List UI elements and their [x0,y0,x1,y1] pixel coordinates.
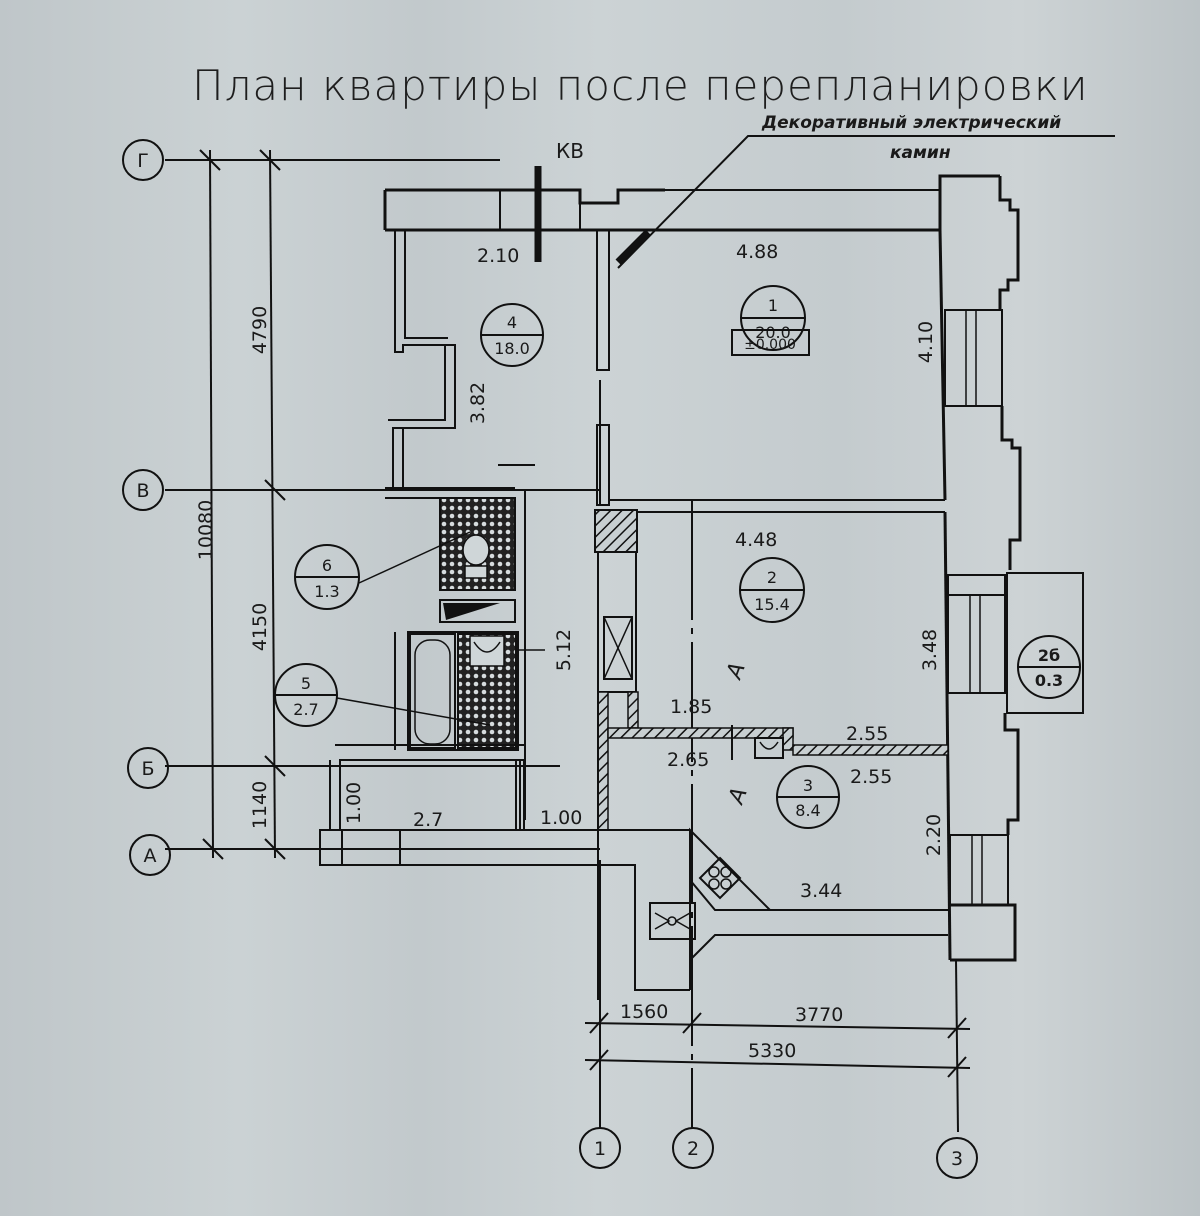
room-label-2: 2 15.4 [739,557,805,623]
room-1-walls [610,229,947,513]
dim-room2-width: 4.48 [735,529,777,551]
entrance-hall-walls [319,690,690,1000]
dim-255-upper: 2.55 [846,723,888,745]
dim-line-cols-total [584,1059,971,1069]
svg-text:2: 2 [687,1138,699,1160]
room-label-3: 3 8.4 [776,765,840,829]
dim-V-B: 4150 [249,603,271,651]
dim-line-total [209,149,214,859]
grid-line-3 [955,959,959,1133]
partition-2-3 [607,727,949,759]
stove-icon [698,856,742,900]
dim-ticks-horizontal [589,1012,967,1078]
stamp-label: КВ [556,139,584,163]
svg-text:8.4: 8.4 [795,801,820,820]
room-4-walls [385,230,535,499]
dim-vestibule-100: 1.00 [343,782,365,824]
dim-room1-depth: 4.10 [915,321,937,363]
fireplace-leader-line [617,135,1115,269]
svg-text:18.0: 18.0 [494,339,530,358]
svg-text:А: А [144,845,157,867]
svg-text:1: 1 [768,296,778,315]
window-room-1 [944,309,1022,570]
toilet-room [439,497,516,591]
shelf-block [439,599,516,623]
bathroom [394,631,519,751]
svg-text:15.4: 15.4 [754,595,790,614]
level-mark-box [731,329,810,356]
hood-icon [649,902,696,940]
svg-text:Г: Г [137,150,149,172]
svg-text:6: 6 [322,556,332,575]
dim-kitchen-width: 3.44 [800,880,842,902]
dim-hall-length: 5.12 [553,629,575,671]
dim-1-3: 5330 [748,1040,796,1062]
washbasin-icon [469,635,505,667]
partition-4-1 [596,229,610,506]
dim-line-cols-segments [584,1022,971,1030]
balcony-2b [1006,572,1084,714]
kitchen-sink-icon [759,741,779,750]
ventilation-shaft [594,509,639,831]
dim-line-segments [269,149,276,859]
fireplace-icon [615,229,651,265]
svg-text:2: 2 [767,568,777,587]
svg-text:0.3: 0.3 [1035,671,1063,690]
dim-room2-depth: 3.48 [919,629,941,671]
axis-bubble-V: В [122,469,164,511]
dim-265: 2.65 [667,749,709,771]
bathtub-icon [414,639,451,745]
svg-text:20.0: 20.0 [755,323,791,342]
exterior-wall-top [383,174,1020,310]
kitchen-walls [689,827,948,990]
window-room-3 [949,834,1017,962]
svg-text:3: 3 [803,776,813,795]
axis-bubble-B: Б [127,747,169,789]
dim-room4-depth: 3.82 [467,382,489,424]
svg-text:1.3: 1.3 [314,582,339,601]
svg-text:2.7: 2.7 [293,700,318,719]
dim-B-A: 1140 [249,781,271,829]
room-label-6: 6 1.3 [294,531,471,610]
dim-hall-100: 1.00 [540,807,582,829]
room-label-2b: 2б 0.3 [1017,635,1081,699]
fireplace-annotation-line1: Декоративный электрический [761,113,1061,133]
dim-255-lower: 2.55 [850,766,892,788]
dim-185: 1.85 [670,696,712,718]
room-label-1: 1 20.0 ±0.000 [731,285,810,356]
section-mark-top: А [721,659,750,684]
dim-total-vertical: 10080 [195,500,217,560]
dim-room3-depth: 2.20 [923,814,945,856]
dim-hall-27: 2.7 [413,809,443,831]
axis-bubble-1: 1 [579,1127,621,1169]
dim-1-2: 1560 [620,1001,668,1023]
svg-text:4: 4 [507,313,517,332]
dim-room1-width: 4.88 [736,241,778,263]
svg-text:1: 1 [594,1138,606,1160]
level-mark: ±0.000 [744,337,796,353]
dim-ticks-vertical [199,149,286,860]
window-room-2 [947,574,1006,694]
svg-text:Б: Б [141,758,154,780]
svg-text:В: В [136,480,149,502]
plan-title: План квартиры после перепланировки [192,61,1089,110]
section-mark-bottom: А [723,784,752,809]
fireplace-annotation-line2: камин [890,143,951,163]
axis-bubble-3: 3 [936,1137,978,1179]
svg-text:3: 3 [951,1148,963,1170]
axis-bubble-2: 2 [672,1127,714,1169]
room-label-4: 4 18.0 [480,303,544,367]
svg-text:2б: 2б [1038,646,1060,665]
dim-G-V: 4790 [249,306,271,354]
dim-room4-width: 2.10 [477,245,519,267]
toilet-icon [462,534,490,566]
axis-bubble-G: Г [122,139,164,181]
dim-2-3: 3770 [795,1004,843,1026]
room-label-5: 5 2.7 [274,663,491,727]
svg-text:5: 5 [301,674,311,693]
exterior-wall-right-lower [1003,713,1020,835]
axis-bubble-A: А [129,834,171,876]
